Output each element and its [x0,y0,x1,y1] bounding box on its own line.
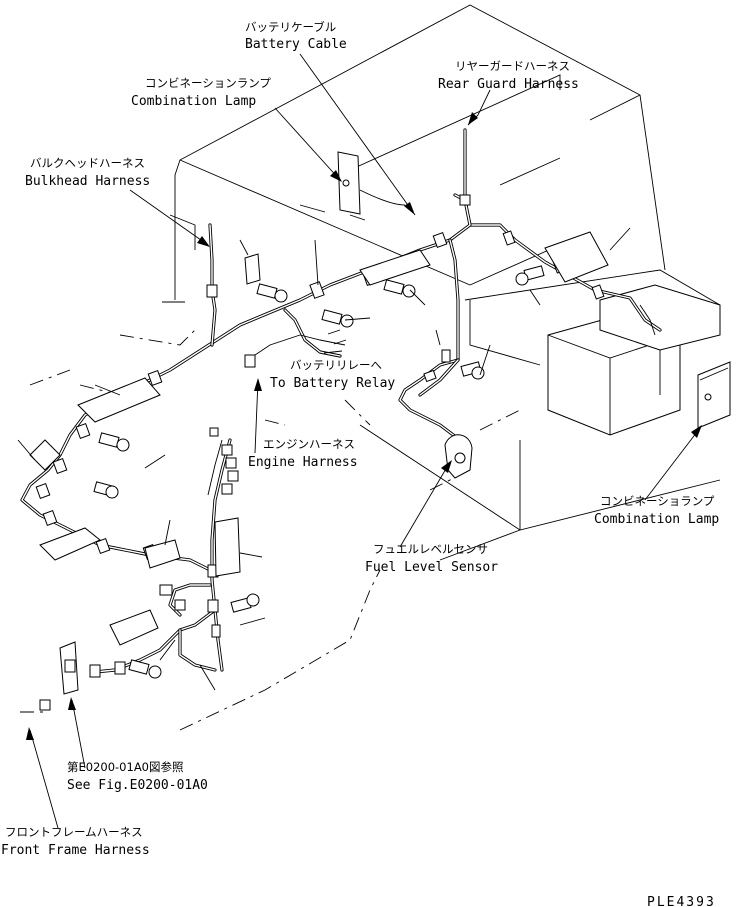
combination-lamp-top-part [337,151,406,215]
fuel-level-sensor-label-en: Fuel Level Sensor [365,560,498,575]
leader-lines [17,53,702,829]
engine-harness-label-en: Engine Harness [248,455,358,470]
combination-lamp-right-part [697,361,731,429]
front-frame-harness-label-jp: フロントフレームハーネス [5,825,143,839]
label-engine-harness: エンジンハーネス Engine Harness [248,437,358,470]
fuel-level-sensor-part [444,434,473,479]
label-to-battery-relay: バッテリリレーへ To Battery Relay [270,358,395,391]
front-frame-harness-label-en: Front Frame Harness [1,843,150,858]
label-bulkhead-harness: バルクヘッドハーネス Bulkhead Harness [25,156,150,189]
label-battery-cable: バッテリケーブル Battery Cable [245,20,347,52]
rear-guard-harness-label-jp: リヤーガードハーネス [455,59,570,73]
see-fig-label-jp: 第E0200-01A0図参照 [67,760,184,774]
battery-cable-label-jp: バッテリケーブル [245,20,336,34]
engine-harness-label-jp: エンジンハーネス [263,437,355,451]
clamps [35,194,605,678]
combination-lamp-right-label-en: Combination Lamp [594,512,719,527]
bulkhead-harness-label-jp: バルクヘッドハーネス [30,156,145,170]
engine-connectors [39,304,656,711]
label-fuel-level-sensor: フュエルレベルセンサ Fuel Level Sensor [365,542,498,575]
fuel-level-sensor-label-jp: フュエルレベルセンサ [373,542,488,556]
label-front-frame-harness: フロントフレームハーネス Front Frame Harness [1,825,150,858]
combination-lamp-top-label-jp: コンビネーションランプ [145,76,271,90]
bolts [93,265,545,679]
label-rear-guard-harness: リヤーガードハーネス Rear Guard Harness [438,59,579,92]
to-battery-relay-label-en: To Battery Relay [270,376,395,391]
combination-lamp-right-label-jp: コンビネーショランプ [600,494,715,508]
label-combination-lamp-right: コンビネーショランプ Combination Lamp [594,494,719,527]
label-see-fig: 第E0200-01A0図参照 See Fig.E0200-01A0 [67,760,208,793]
rear-guard-harness-label-en: Rear Guard Harness [438,77,579,92]
bulkhead-harness-label-en: Bulkhead Harness [25,174,150,189]
battery-box [547,284,721,436]
label-combination-lamp-top: コンビネーションランプ Combination Lamp [131,76,271,109]
drawing-number: PLE4393 [647,895,716,907]
combination-lamp-top-label-en: Combination Lamp [131,94,256,109]
see-fig-label-en: See Fig.E0200-01A0 [67,778,208,793]
battery-cable-label-en: Battery Cable [245,37,347,52]
to-battery-relay-label-jp: バッテリリレーへ [290,358,382,372]
frame-outlines [20,4,721,731]
